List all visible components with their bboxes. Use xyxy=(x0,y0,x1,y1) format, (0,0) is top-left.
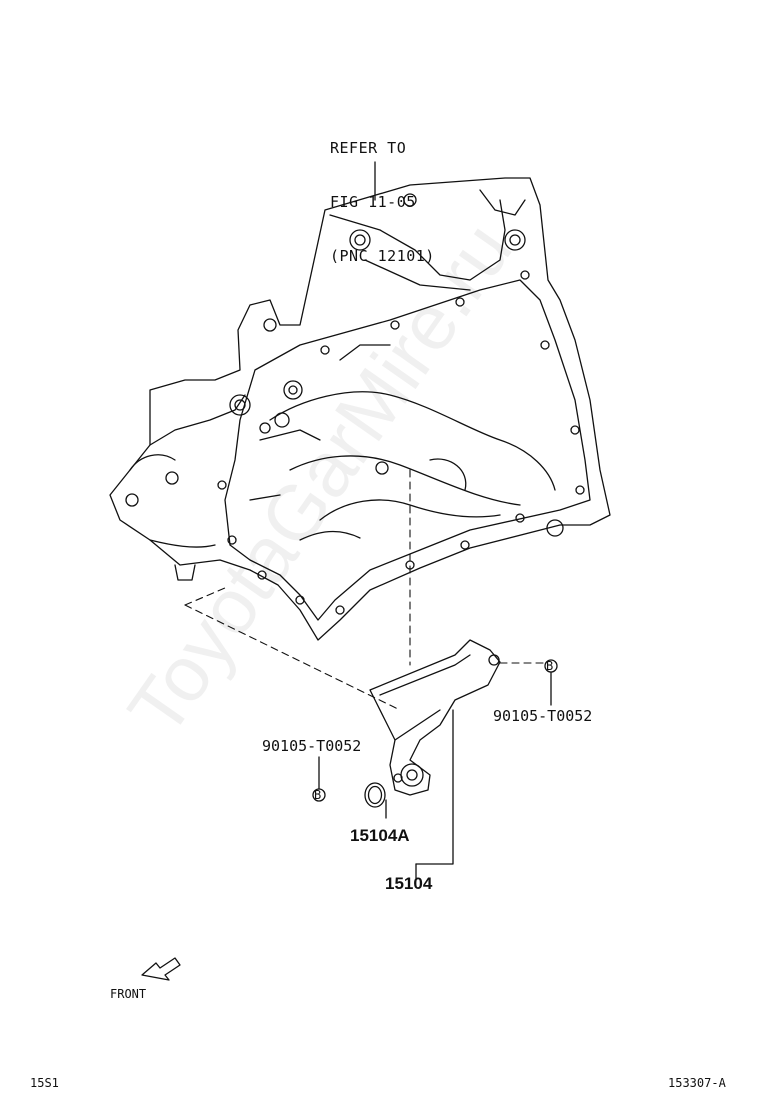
reference-line-2: FIG 11-05 xyxy=(330,193,416,211)
bolt-marker-right-letter: B xyxy=(546,659,554,673)
alignment-dashed-lines xyxy=(184,469,546,711)
bolt-marker-right xyxy=(544,659,558,706)
part-number-gasket[interactable]: 15104A xyxy=(350,826,410,845)
reference-line-3: (PNC 12101) xyxy=(330,247,435,265)
transmission-case-drawing xyxy=(109,177,611,641)
front-arrow-icon xyxy=(141,957,181,981)
reference-note: REFER TO FIG 11-05 (PNC 12101) xyxy=(330,103,435,283)
part-number-bolt-left[interactable]: 90105-T0052 xyxy=(262,737,362,755)
front-direction-label: FRONT xyxy=(110,987,147,1001)
oil-pipe-assembly-drawing xyxy=(369,639,501,796)
o-ring-drawing xyxy=(364,782,386,808)
part-number-bracket xyxy=(385,709,454,879)
footer-right-code: 153307-A xyxy=(668,1076,726,1090)
footer-left-code: 15S1 xyxy=(30,1076,59,1090)
bolt-marker-left xyxy=(312,756,326,802)
part-number-bolt-right[interactable]: 90105-T0052 xyxy=(493,707,593,725)
reference-line-1: REFER TO xyxy=(330,139,407,157)
bolt-marker-left-letter: B xyxy=(314,788,322,802)
part-number-assembly[interactable]: 15104 xyxy=(385,874,433,893)
